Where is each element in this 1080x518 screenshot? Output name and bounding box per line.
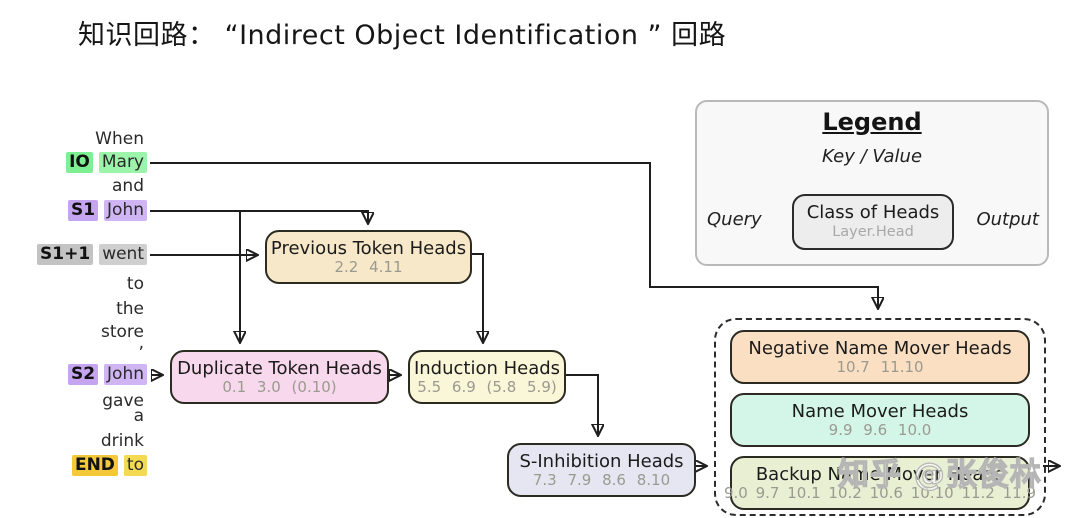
box-heads: 9.9 9.6 10.0: [828, 420, 932, 439]
token-text: to: [123, 455, 147, 476]
box-heads: 10.7 11.10: [836, 357, 924, 376]
backup-name-mover-heads-box: Backup Name Mover Heads 9.0 9.7 10.1 10.…: [724, 456, 1036, 510]
token-text: went: [99, 244, 147, 265]
legend-class-title: Class of Heads: [806, 202, 940, 224]
box-heads: 9.0 9.7 10.1 10.2 10.6 10.10 11.2 11.9: [723, 483, 1037, 502]
legend-class-of-heads-box: Class of Heads Layer.Head: [792, 194, 954, 250]
token-text: John: [104, 200, 147, 221]
token-row: gave: [99, 391, 147, 412]
name-mover-group-outline: [714, 318, 1046, 516]
token-label-s1: S1: [67, 200, 99, 221]
legend-query-label: Query: [707, 209, 762, 230]
token-text: When: [95, 129, 144, 149]
token-row: the: [113, 299, 147, 320]
duplicate-token-heads-box: Duplicate Token Heads 0.1 3.0 (0.10): [170, 350, 389, 404]
token-text: and: [112, 176, 144, 196]
legend-output-label: Output: [976, 209, 1039, 230]
token-text: a: [133, 406, 144, 426]
box-title: Induction Heads: [413, 357, 561, 379]
legend-box: Legend Key / Value Query Output Class of…: [695, 100, 1049, 266]
induction-heads-box: Induction Heads 5.5 6.9 (5.8 5.9): [408, 350, 566, 404]
legend-class-subtitle: Layer.Head: [832, 224, 914, 240]
token-text: the: [116, 299, 144, 319]
box-heads: 2.2 4.11: [334, 257, 403, 276]
token-label-end: END: [71, 455, 118, 476]
box-title: Name Mover Heads: [791, 400, 969, 422]
legend-title: Legend: [822, 108, 922, 136]
token-text: John: [104, 364, 147, 385]
token-text: drink: [100, 431, 144, 451]
name-mover-heads-box: Name Mover Heads 9.9 9.6 10.0: [730, 393, 1030, 447]
box-title: S-Inhibition Heads: [519, 450, 684, 472]
token-text: gave: [102, 391, 144, 411]
box-heads: 0.1 3.0 (0.10): [222, 377, 337, 396]
arrow-io-to-name-mover-group: [150, 162, 878, 307]
token-row: and: [109, 176, 147, 197]
token-label-io: IO: [66, 152, 93, 173]
token-row: drink: [98, 431, 147, 452]
slide-title: 知识回路： “Indirect Object Identification ” …: [78, 20, 727, 51]
box-heads: 7.3 7.9 8.6 8.10: [532, 470, 671, 489]
negative-name-mover-heads-box: Negative Name Mover Heads 10.7 11.10: [730, 330, 1030, 384]
token-label-s1plus1: S1+1: [37, 244, 94, 265]
box-title: Previous Token Heads: [270, 237, 467, 259]
token-text: to: [126, 274, 144, 294]
box-title: Backup Name Mover Heads: [755, 463, 1005, 485]
s-inhibition-heads-box: S-Inhibition Heads 7.3 7.9 8.6 8.10: [507, 443, 696, 497]
legend-key-value-label: Key / Value: [821, 146, 923, 167]
token-label-s2: S2: [67, 364, 99, 385]
token-row: a: [131, 406, 147, 427]
token-text: Mary: [98, 152, 147, 173]
previous-token-heads-box: Previous Token Heads 2.2 4.11: [265, 230, 472, 284]
token-row: to: [124, 274, 147, 295]
box-heads: 5.5 6.9 (5.8 5.9): [417, 377, 557, 396]
arrow-induction-to-s-inhibition: [561, 374, 598, 434]
box-title: Duplicate Token Heads: [177, 357, 382, 379]
box-title: Negative Name Mover Heads: [748, 337, 1012, 359]
token-row: store: [98, 322, 147, 343]
arrow-s1-to-previous-token: [150, 210, 368, 222]
watermark: 知乎 @张俊林: [837, 456, 1042, 493]
token-row: ,: [136, 333, 147, 354]
token-text: store: [101, 322, 144, 342]
token-row: When: [92, 129, 147, 150]
token-text: ,: [138, 333, 144, 353]
